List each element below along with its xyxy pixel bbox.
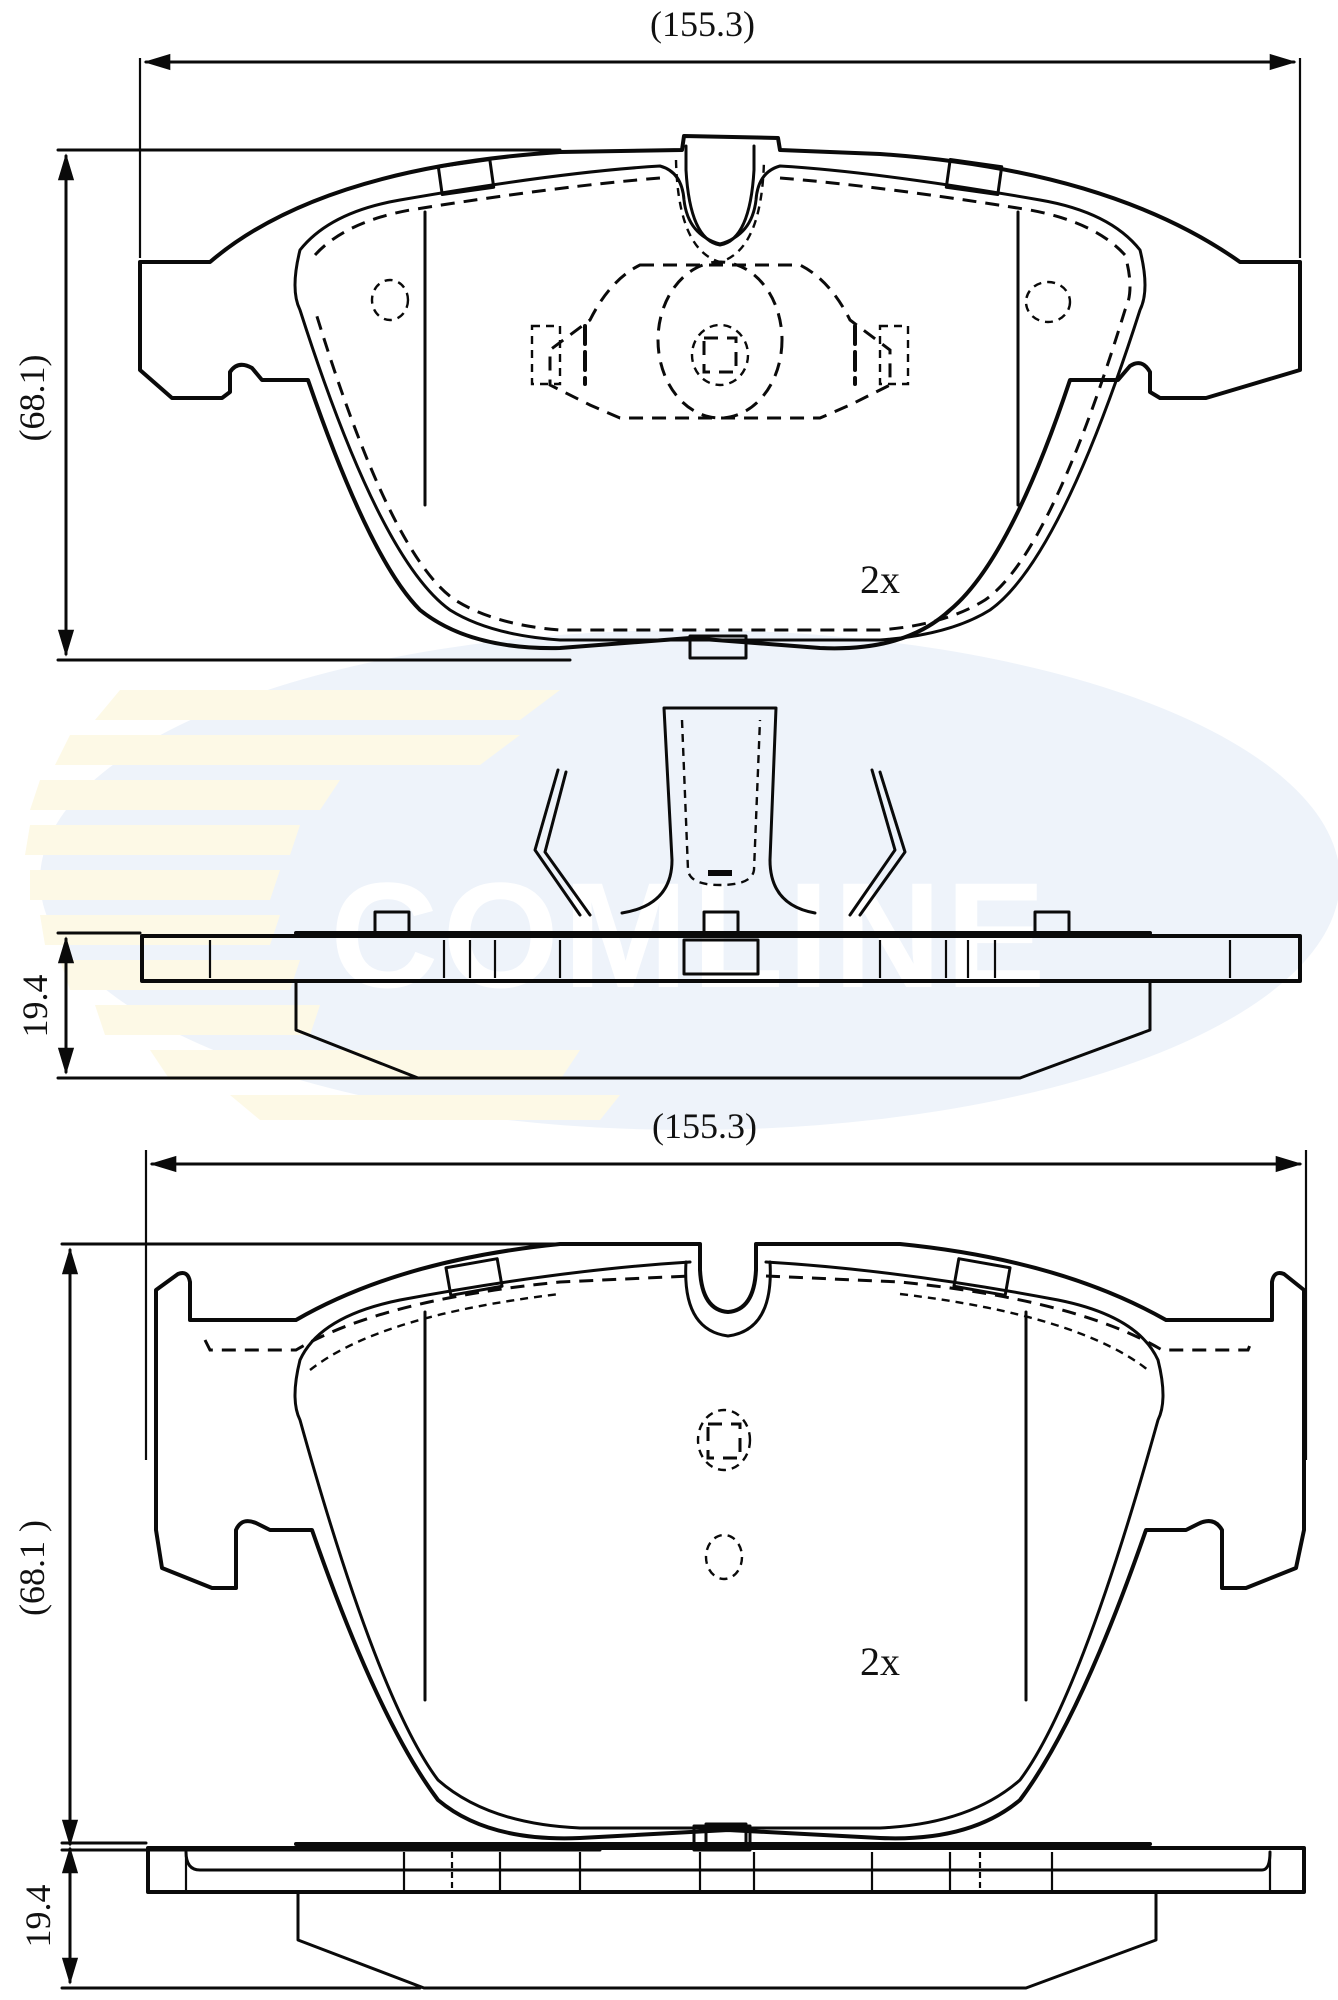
side-spring-clip [620, 706, 817, 915]
friction-inner-dashed [313, 176, 1132, 632]
side-ticks-2 [184, 1852, 1272, 1890]
width-dimension-line [138, 53, 1302, 258]
clip-tab-right [944, 158, 1004, 196]
center-notch-inner [684, 1260, 772, 1338]
side-ticks [208, 940, 1232, 978]
friction-inner-dashed-2 [203, 1274, 1254, 1352]
side-pin-center [702, 910, 740, 936]
side-pin-left [373, 910, 411, 936]
side-backing-plate [140, 934, 1302, 983]
marker-circle-square [696, 1408, 752, 1472]
rear-width-dimension-label: (155.3) [652, 1106, 757, 1146]
watermark-stripes [25, 690, 620, 1120]
side-spring-leg-left [533, 768, 592, 917]
rear-pad-side-view [60, 1822, 1306, 1990]
rear-height-dimension-label: (68.1 ) [12, 1520, 52, 1616]
side-spring-clip-inner [680, 719, 762, 887]
front-quantity-label: 2x [860, 557, 900, 602]
wear-indicator-tab [688, 634, 748, 660]
front-pad-side-view [56, 706, 1302, 1080]
side-center-pin-2 [704, 1822, 748, 1848]
rear-quantity-label: 2x [860, 1639, 900, 1684]
sensor-circle-outer [656, 260, 784, 420]
sensor-circle-inner [690, 323, 750, 387]
mark-circle-right [1024, 280, 1072, 324]
spring-bracket-left [530, 324, 562, 386]
central-u-clip [684, 144, 756, 247]
side-friction-block-2 [296, 1890, 1158, 1990]
spring-bracket-right [878, 324, 910, 386]
height-dimension-line [56, 148, 572, 662]
front-thickness-dimension-label: 19.4 [15, 974, 55, 1038]
side-center-block [682, 938, 760, 976]
friction-material-outline [293, 164, 1147, 642]
sensor-square [702, 336, 738, 374]
front-width-dimension-label: (155.3) [650, 4, 755, 44]
side-backing-plate-2 [146, 1846, 1306, 1894]
front-pad-face-view [56, 53, 1302, 662]
backing-plate-outline-2 [154, 1242, 1306, 1841]
clip-tab-left [436, 158, 496, 196]
rear-pad-face-view [60, 1150, 1308, 1852]
side-shim-line [184, 1850, 1272, 1872]
clip-tab-right-2 [952, 1257, 1012, 1297]
friction-material-outline-2 [293, 1260, 1165, 1830]
central-u-clip-dashed [674, 159, 766, 264]
marker-circle-plain [704, 1533, 744, 1581]
side-spring-mark [708, 870, 732, 876]
backing-plate-outline [138, 134, 1302, 651]
rear-thickness-dimension-label: 19.4 [18, 1884, 58, 1948]
marker-square [706, 1422, 742, 1460]
friction-inner-dashed-2b [309, 1292, 1149, 1371]
mark-circle-left [370, 278, 410, 322]
side-pin-right [1033, 910, 1071, 936]
spring-outline-dashed [548, 263, 892, 420]
clip-tab-left-2 [444, 1257, 504, 1297]
front-height-dimension-label: (68.1) [12, 354, 52, 442]
side-spring-leg-right [848, 768, 907, 917]
side-friction-block [294, 979, 1152, 1080]
